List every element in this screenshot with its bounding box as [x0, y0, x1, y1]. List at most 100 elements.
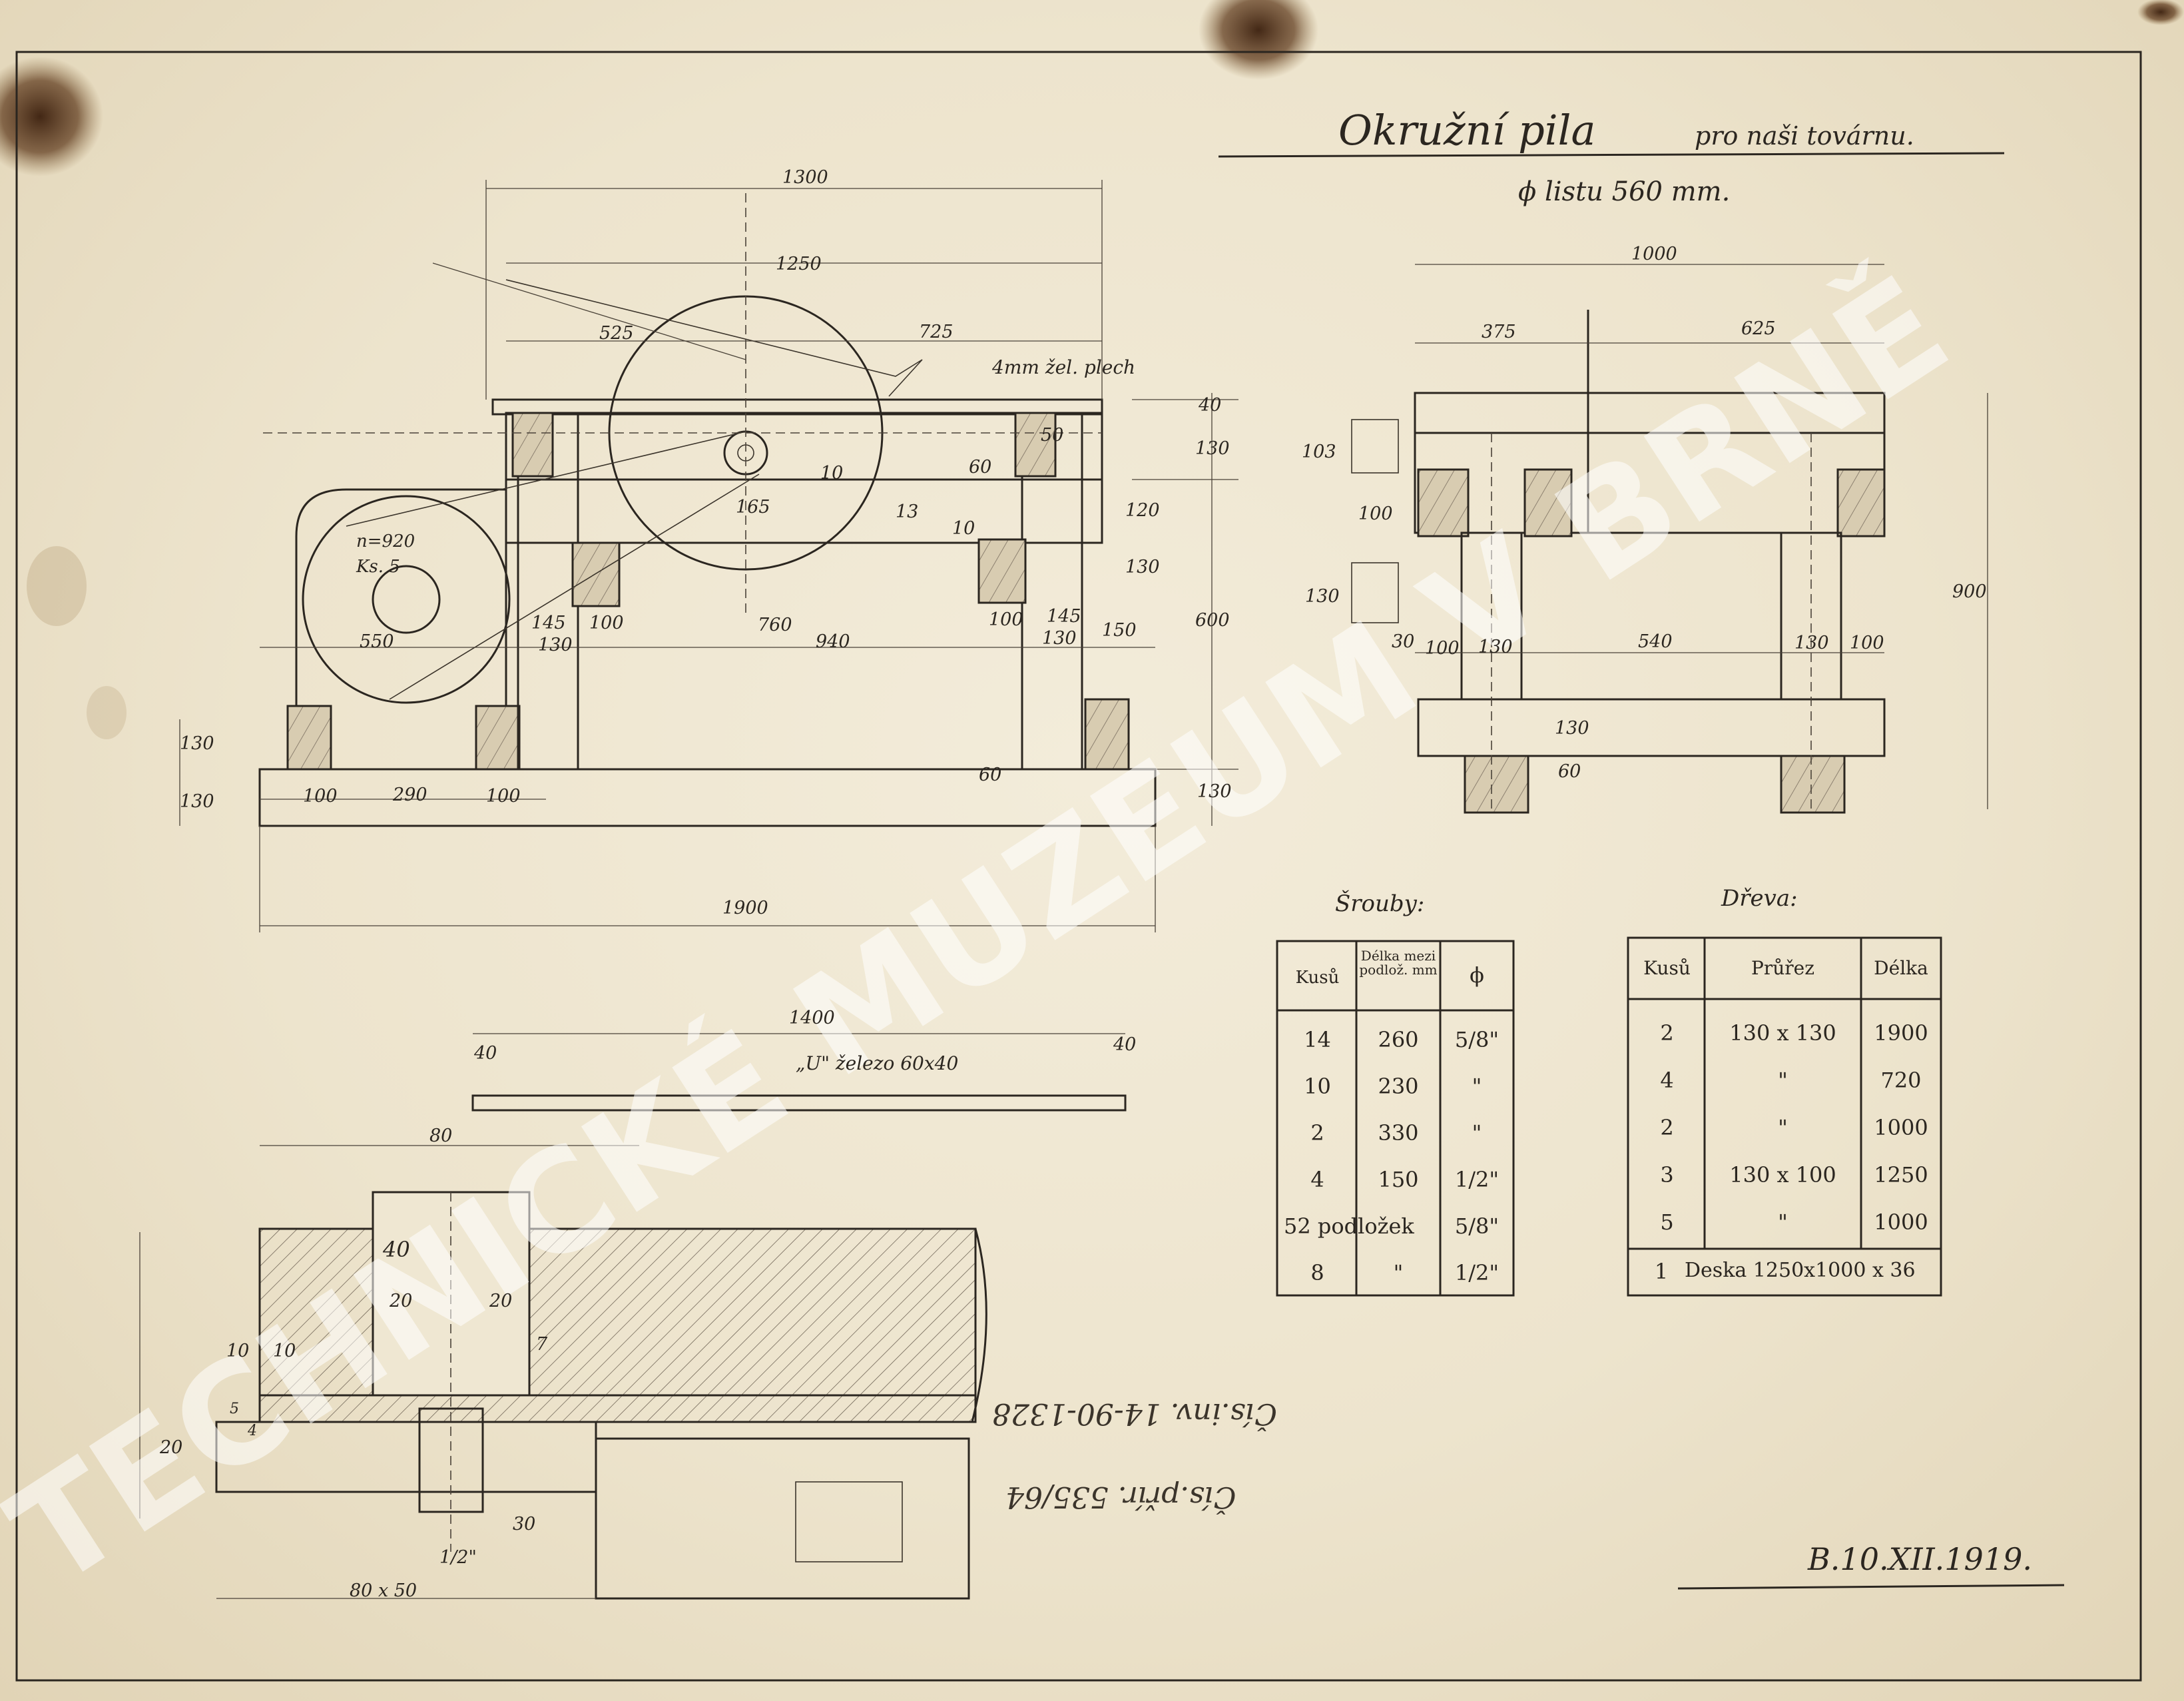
- timber-r4-qty: 3: [1660, 1162, 1674, 1188]
- bolts-col-length: Délka mezi podlož. mm: [1359, 948, 1438, 978]
- timber-r5-section: ": [1778, 1209, 1788, 1235]
- u-iron-note: „U" železo 60x40: [796, 1052, 959, 1074]
- arbor-pulley: [723, 430, 768, 476]
- end-base: [1417, 698, 1886, 757]
- motor-block-left: [286, 705, 332, 771]
- dim-side-1300: 1300: [782, 167, 828, 188]
- bolts-r3-len: 330: [1378, 1120, 1419, 1146]
- inventory-number: Čís.inv. 14-90-1328: [992, 1397, 1278, 1431]
- dim-side-550: 550: [360, 631, 394, 652]
- dim-rail-80: 80: [429, 1126, 453, 1146]
- dim-end-130d: 130: [1555, 718, 1589, 739]
- dim-end-375: 375: [1482, 322, 1516, 342]
- svg-text:TECHNICKÉ MUZEUM V BRNĚ: TECHNICKÉ MUZEUM V BRNĚ: [0, 244, 1975, 1618]
- dim-end-900: 900: [1952, 581, 1987, 602]
- timber-r5-length: 1000: [1874, 1209, 1928, 1235]
- timber-table-heading: Dřeva:: [1721, 885, 1798, 912]
- dim-end-30: 30: [1392, 631, 1415, 652]
- dim-side-130g: 130: [180, 791, 214, 812]
- table-top: [491, 398, 1103, 416]
- drawing-title-suffix: pro naši továrnu.: [1695, 121, 1914, 151]
- dim-detail-80x50: 80 x 50: [350, 1580, 417, 1601]
- dim-rail-1400: 1400: [789, 1008, 835, 1028]
- drive-belt-top: [346, 431, 746, 527]
- drawing-subtitle: ϕ listu 560 mm.: [1518, 176, 1731, 207]
- dim-detail-10a: 10: [226, 1341, 250, 1361]
- bolts-r4-qty: 4: [1310, 1167, 1324, 1192]
- u-iron-rail: [260, 1033, 1127, 1146]
- drive-belt-bottom: [389, 474, 760, 700]
- motor-housing: [295, 488, 507, 719]
- title-underline: [1218, 152, 2005, 158]
- dim-end-1000: 1000: [1631, 244, 1677, 264]
- dim-side-100c: 100: [303, 786, 338, 807]
- dim-side-60b: 60: [979, 765, 1002, 785]
- bolts-r5-dia: 5/8": [1454, 1213, 1500, 1239]
- dim-side-100d: 100: [486, 786, 521, 807]
- dim-end-100b: 100: [1425, 638, 1460, 659]
- timber-table: [1627, 936, 1942, 1297]
- bolts-table: [1276, 940, 1515, 1297]
- blade-guard: [505, 279, 923, 397]
- dim-side-130d: 130: [180, 733, 214, 754]
- bolts-r6-len: ": [1393, 1260, 1404, 1285]
- dim-side-725: 725: [919, 322, 954, 342]
- upper-rail: [505, 412, 1103, 481]
- dim-detail-10b: 10: [273, 1341, 296, 1361]
- timber-r2-section: ": [1778, 1068, 1788, 1093]
- dim-side-130a: 130: [1195, 438, 1230, 459]
- dim-side-130c: 130: [1197, 781, 1232, 802]
- dim-side-40: 40: [1199, 395, 1222, 416]
- bolts-r4-dia: 1/2": [1454, 1167, 1500, 1192]
- dim-end-103: 103: [1302, 442, 1336, 462]
- timber-r4-section: 130 x 100: [1729, 1162, 1836, 1188]
- dim-side-150: 150: [1102, 620, 1137, 641]
- dim-side-1900: 1900: [722, 898, 768, 918]
- dim-side-130f: 130: [1042, 628, 1077, 649]
- dim-detail-20c: 20: [160, 1437, 183, 1458]
- bolts-table-heading: Šrouby:: [1335, 890, 1425, 917]
- timber-footer-desc: Deska 1250x1000 x 36: [1685, 1259, 1916, 1282]
- bolt-detail: [139, 1191, 987, 1600]
- timber-r1-length: 1900: [1874, 1020, 1928, 1046]
- motor-shaft-circle: [372, 565, 441, 634]
- dim-end-100c: 100: [1850, 633, 1884, 653]
- dim-end-130a: 130: [1305, 586, 1340, 607]
- bolts-r5-qty: 52 podložek: [1284, 1213, 1414, 1239]
- dim-detail-40: 40: [383, 1237, 410, 1262]
- dim-side-120: 120: [1125, 500, 1160, 521]
- timber-r2-length: 720: [1880, 1068, 1922, 1093]
- end-elevation: [1351, 264, 1988, 814]
- date-underline: [1677, 1584, 2065, 1590]
- bolts-r2-dia: ": [1472, 1074, 1482, 1099]
- dim-side-1250: 1250: [776, 254, 822, 274]
- dim-side-10a: 10: [820, 463, 844, 484]
- bolts-r3-dia: ": [1472, 1120, 1482, 1146]
- dim-side-940: 940: [816, 631, 850, 652]
- dim-detail-7: 7: [536, 1334, 548, 1355]
- dim-side-145a: 145: [531, 613, 566, 633]
- bolts-col-qty: Kusů: [1295, 968, 1340, 988]
- acquisition-number: Čís.přír. 535/64: [1005, 1480, 1236, 1514]
- dim-side-290: 290: [393, 785, 427, 805]
- middle-rail: [505, 478, 1103, 544]
- sheet-metal-note: 4mm žel. plech: [992, 356, 1136, 378]
- dim-side-145b: 145: [1047, 606, 1081, 627]
- bolts-r6-qty: 8: [1310, 1260, 1324, 1285]
- timber-r3-section: ": [1778, 1115, 1788, 1140]
- side-elevation: [179, 180, 1238, 932]
- dim-side-600: 600: [1195, 610, 1230, 631]
- dim-side-100a: 100: [589, 613, 624, 633]
- border-frame: [15, 51, 2142, 1682]
- paper-stains: [0, 0, 2184, 739]
- timber-r1-qty: 2: [1660, 1020, 1674, 1046]
- bolts-r1-dia: 5/8": [1454, 1027, 1500, 1052]
- motor-pulley: [302, 495, 511, 704]
- bolts-col-dia: ϕ: [1470, 962, 1484, 988]
- dim-end-540: 540: [1638, 631, 1673, 652]
- u-rail-body: [471, 1094, 1127, 1112]
- dim-side-165: 165: [736, 497, 770, 517]
- timber-r5-qty: 5: [1660, 1209, 1674, 1235]
- timber-r2-qty: 4: [1660, 1068, 1674, 1093]
